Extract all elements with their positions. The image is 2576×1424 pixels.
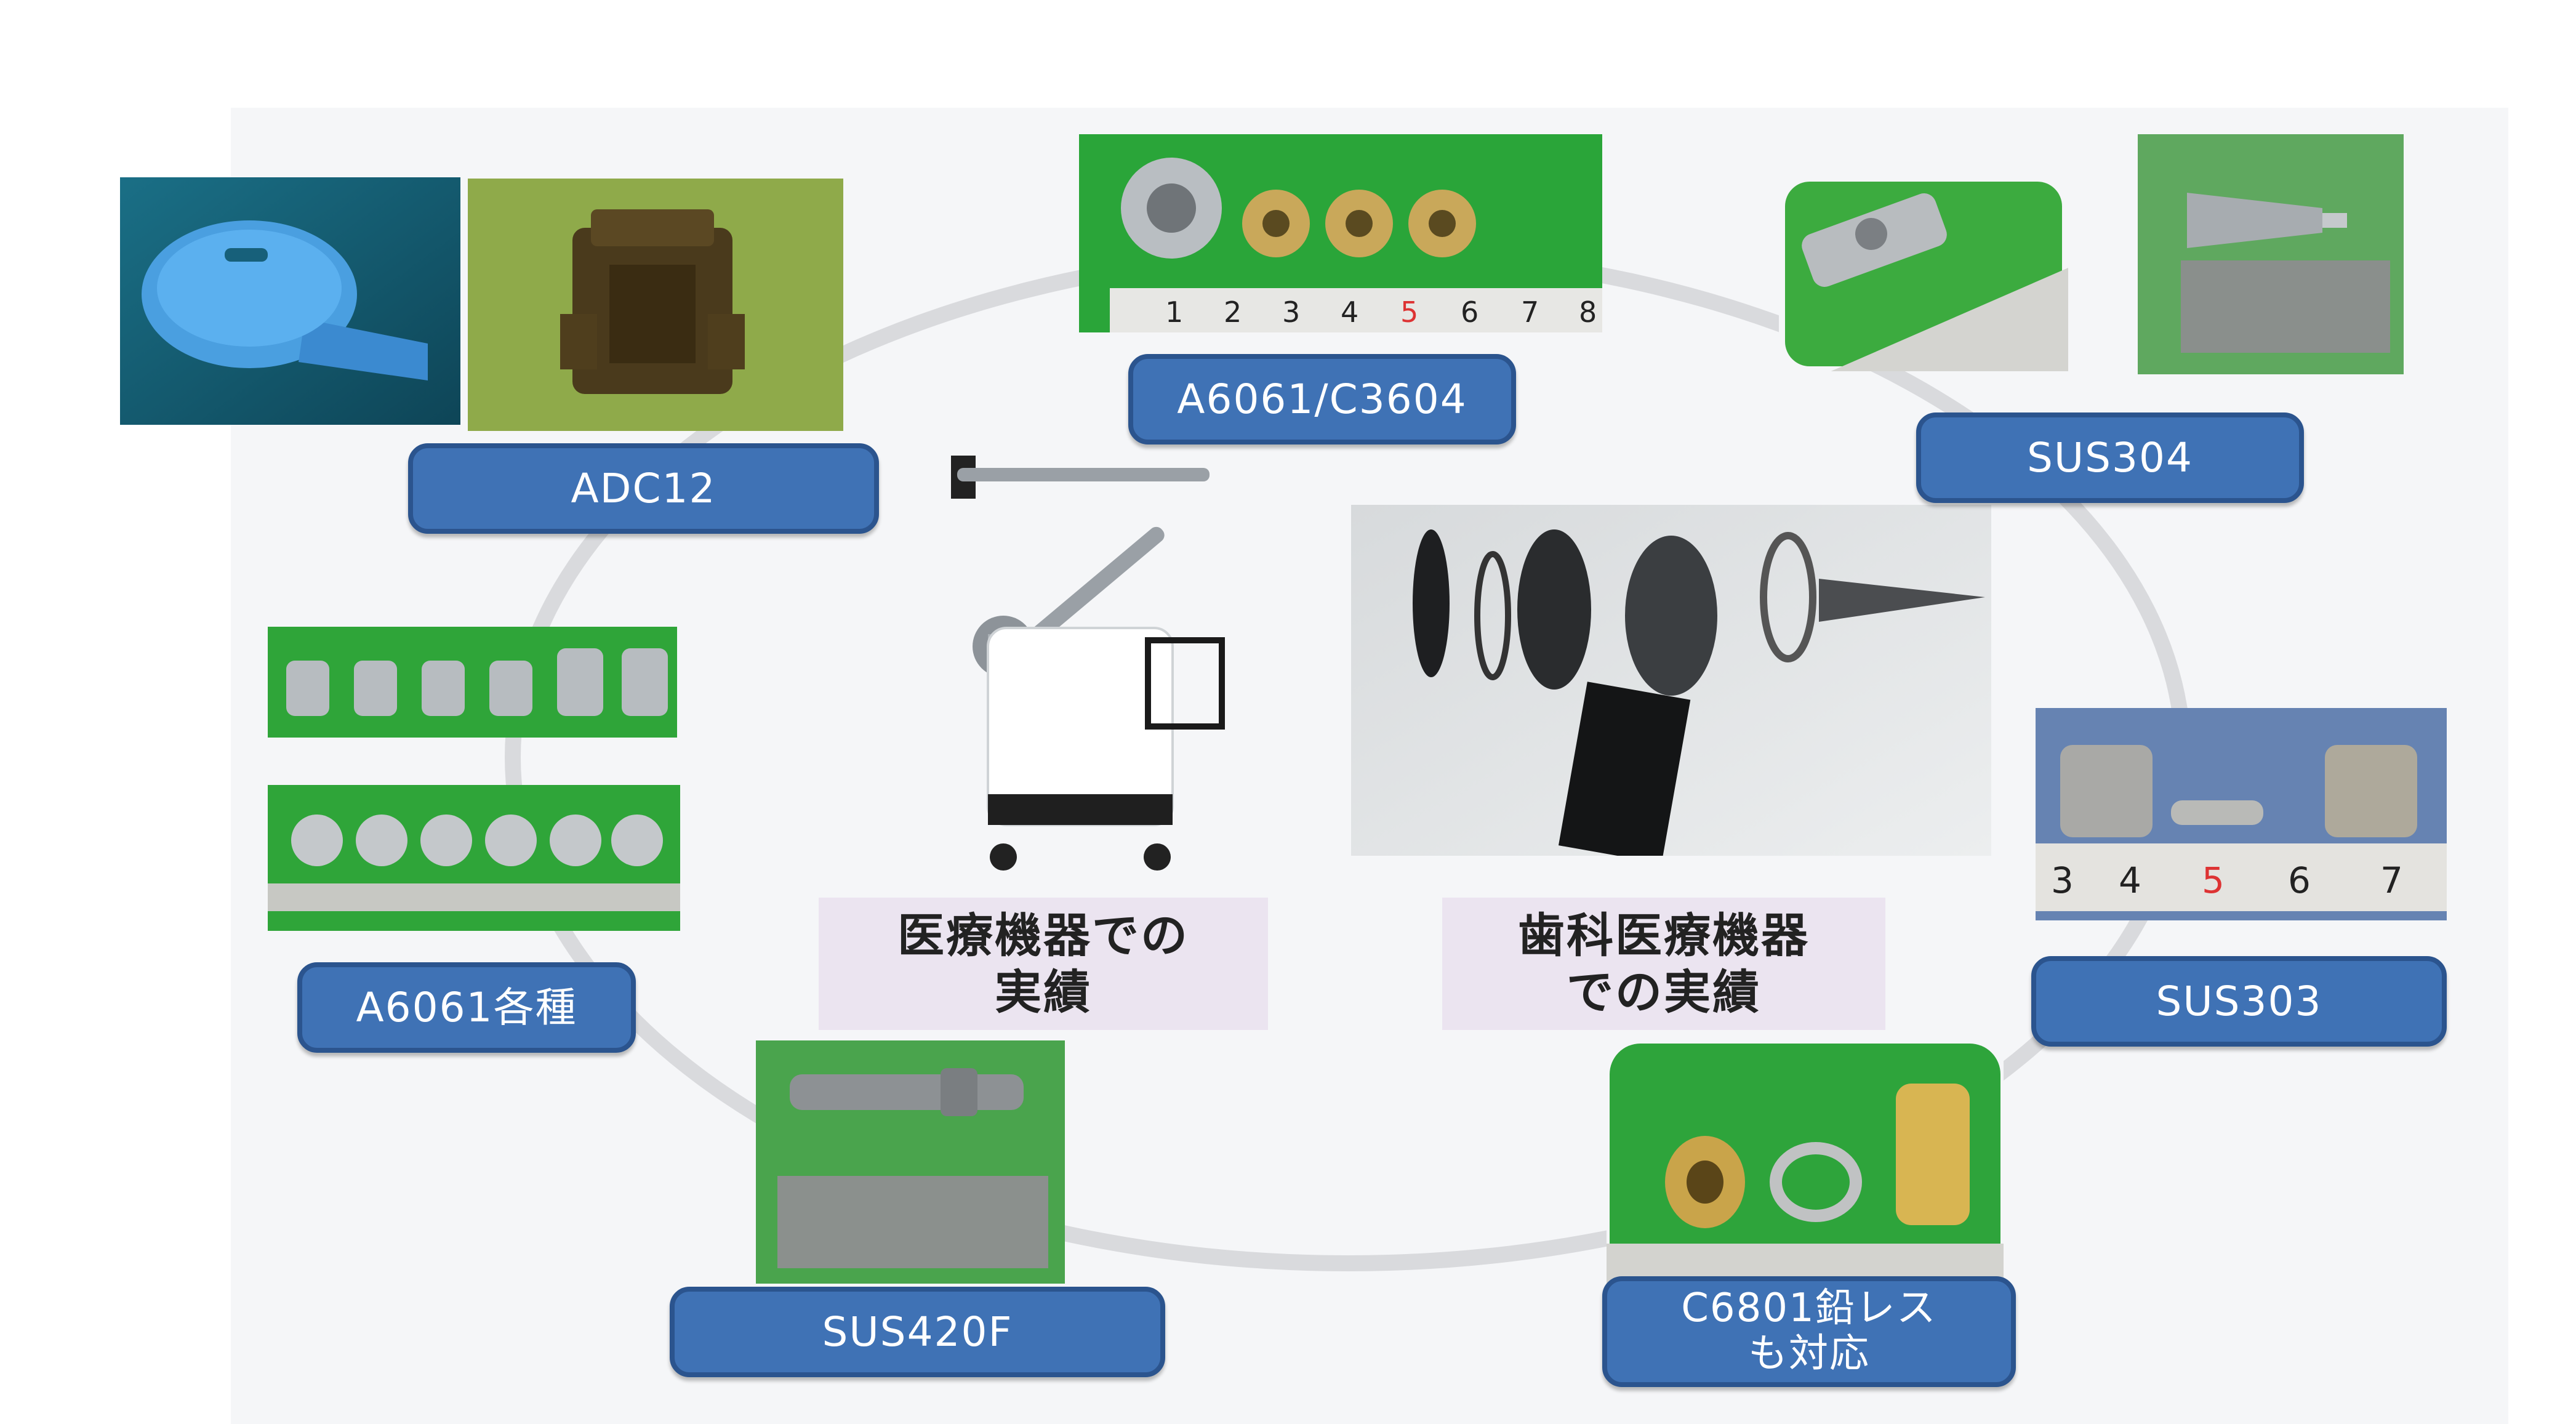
label-sus420f: SUS420F — [670, 1287, 1165, 1377]
label-a6061-various: A6061各種 — [297, 962, 636, 1053]
label-sus304: SUS304 — [1916, 412, 2304, 503]
label-adc12: ADC12 — [408, 443, 879, 534]
ruler-number: 6 — [2288, 859, 2311, 901]
brown-housing-photo — [468, 179, 843, 431]
label-a6061-c3604: A6061/C3604 — [1128, 354, 1516, 444]
medical-equipment-caption: 医療機器での 実績 — [819, 898, 1268, 1030]
a6061-parts-row-2-photo — [268, 785, 680, 931]
ruler-number: 3 — [1282, 296, 1300, 329]
medical-robot-cart-image — [945, 443, 1234, 874]
ruler-number: 5 — [2202, 859, 2225, 901]
label-c6801: C6801鉛レス も対応 — [1602, 1276, 2016, 1387]
ruler-number: 3 — [2051, 859, 2074, 901]
c6801-brass-parts-photo — [1607, 1040, 2004, 1284]
ruler-number: 8 — [1579, 296, 1597, 329]
ruler-number: 1 — [1165, 296, 1183, 329]
ruler-number: 2 — [1224, 296, 1242, 329]
blue-plastic-part-photo — [120, 177, 460, 425]
ruler-number: 7 — [1521, 296, 1539, 329]
ruler-number: 6 — [1461, 296, 1479, 329]
sus304-cone-photo — [2138, 134, 2404, 374]
a6061-c3604-photo: 1 2 3 4 5 6 7 8 — [1079, 134, 1602, 332]
sus420f-photo — [756, 1040, 1065, 1284]
ruler-number: 4 — [2119, 859, 2141, 901]
ruler-number: 7 — [2380, 859, 2403, 901]
sus304-screw-ruler-photo — [1779, 175, 2068, 371]
ruler-number: 5 — [1400, 296, 1418, 329]
ruler-number: 4 — [1341, 296, 1358, 329]
dental-equipment-caption: 歯科医療機器 での実績 — [1442, 898, 1885, 1030]
dental-handpiece-image — [1351, 505, 1991, 856]
label-sus303: SUS303 — [2031, 956, 2447, 1047]
a6061-parts-row-1-photo — [268, 627, 677, 738]
sus303-photo: 3 4 5 6 7 — [2036, 708, 2447, 920]
